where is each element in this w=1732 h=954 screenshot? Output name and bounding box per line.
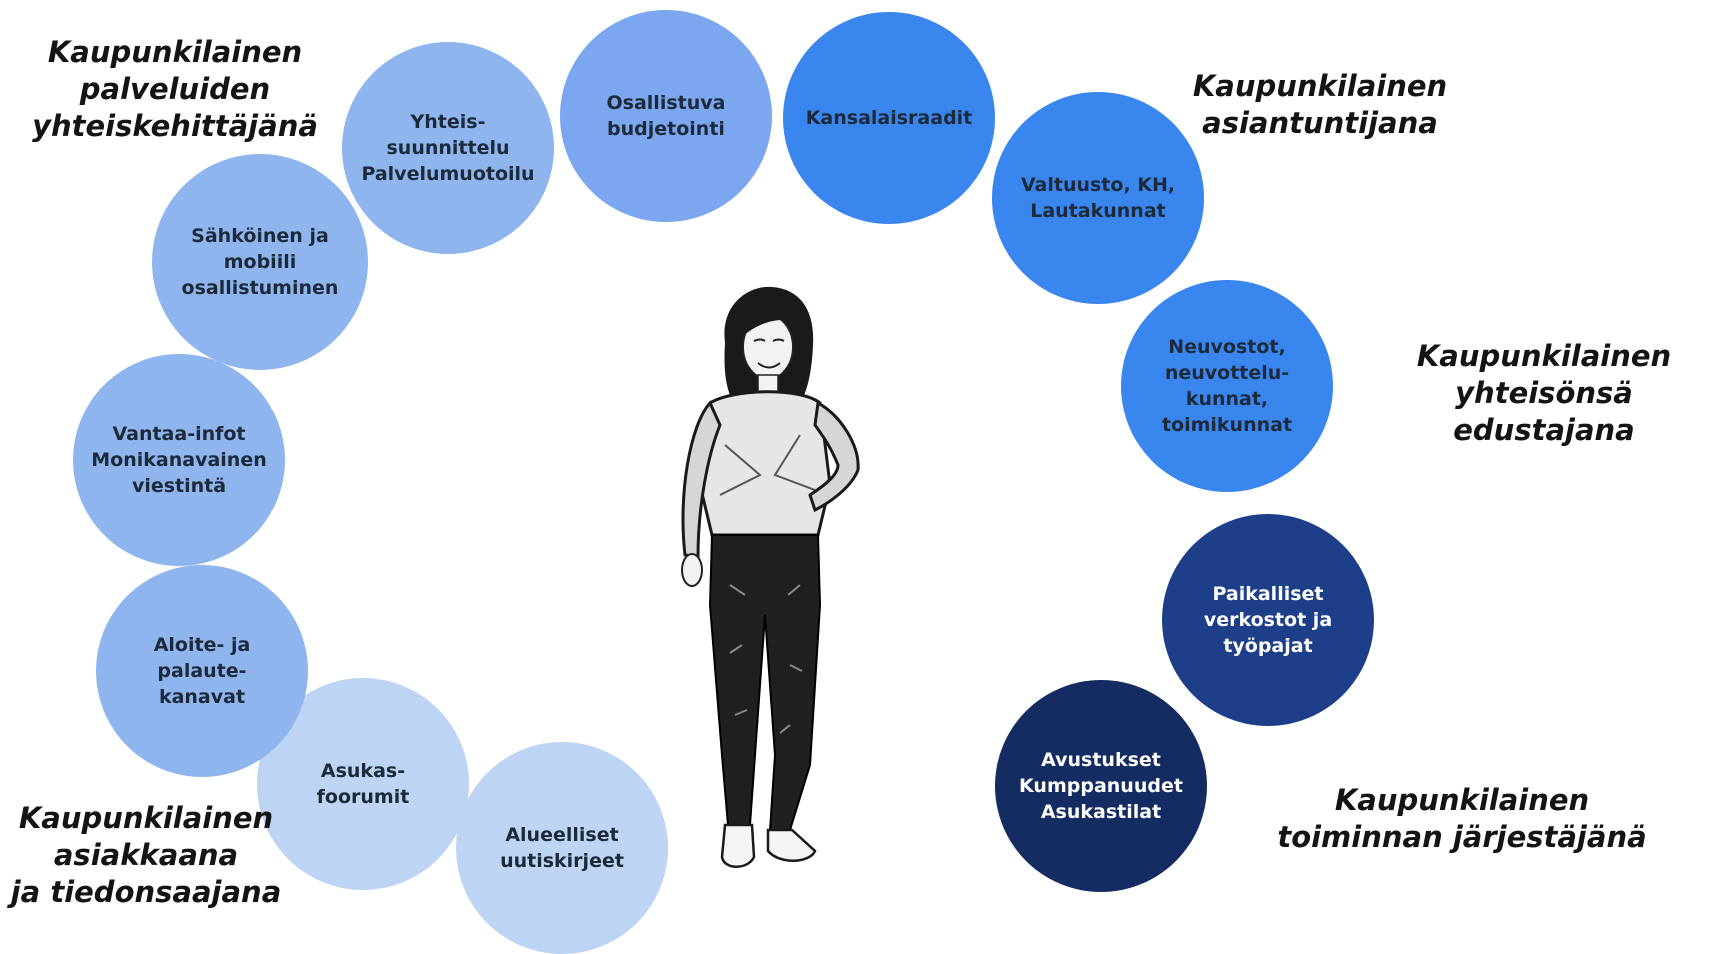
bubble-vantaa-infot: Vantaa-infot Monikanavainen viestintä — [73, 354, 285, 566]
role-representative: Kaupunkilainen yhteisönsä edustajana — [1416, 339, 1672, 447]
bubble-label: Avustukset Kumppanuudet Asukastilat — [1019, 749, 1183, 823]
bubble-label: Yhteis- suunnittelu Palvelumuotoilu — [361, 111, 535, 185]
bubble-osallistuva-budjetointi: Osallistuva budjetointi — [560, 10, 772, 222]
bubble-alueelliset-uutiskirjeet: Alueelliset uutiskirjeet — [456, 742, 668, 954]
role-co-developer: Kaupunkilainen palveluiden yhteiskehittä… — [32, 35, 318, 143]
bubble-yhteissuunnittelu: Yhteis- suunnittelu Palvelumuotoilu — [342, 42, 554, 254]
role-expert: Kaupunkilainen asiantuntijana — [1192, 69, 1448, 140]
role-organizer: Kaupunkilainen toiminnan järjestäjänä — [1277, 783, 1647, 854]
bubble-label: Kansalaisraadit — [805, 107, 973, 129]
bubble-avustukset: Avustukset Kumppanuudet Asukastilat — [995, 680, 1207, 892]
bubble-label: Valtuusto, KH, Lautakunnat — [1020, 174, 1176, 222]
bubble-label: Asukas- foorumit — [316, 760, 410, 808]
bubble-label: Neuvostot, neuvottelu- kunnat, toimikunn… — [1161, 336, 1293, 436]
role-customer: Kaupunkilainen asiakkaana ja tiedonsaaja… — [10, 801, 282, 909]
bubble-neuvostot: Neuvostot, neuvottelu- kunnat, toimikunn… — [1121, 280, 1333, 492]
bubble-label: Sähköinen ja mobiili osallistuminen — [181, 225, 339, 299]
bubble-label: Vantaa-infot Monikanavainen viestintä — [91, 423, 267, 497]
bubble-kansalaisraadit: Kansalaisraadit — [783, 12, 995, 224]
bubble-valtuusto: Valtuusto, KH, Lautakunnat — [992, 92, 1204, 304]
bubble-label: Alueelliset uutiskirjeet — [500, 824, 624, 872]
person-illustration — [681, 286, 860, 868]
bubble-aloite-palautekanavat: Aloite- ja palaute- kanavat — [96, 565, 308, 777]
bubble-label: Osallistuva budjetointi — [606, 92, 726, 140]
bubble-label: Aloite- ja palaute- kanavat — [153, 634, 251, 708]
bubble-label: Paikalliset verkostot ja työpajat — [1203, 583, 1333, 657]
bubble-paikalliset-verkostot: Paikalliset verkostot ja työpajat — [1162, 514, 1374, 726]
bubble-sahkoinen-osallistuminen: Sähköinen ja mobiili osallistuminen — [152, 154, 368, 370]
